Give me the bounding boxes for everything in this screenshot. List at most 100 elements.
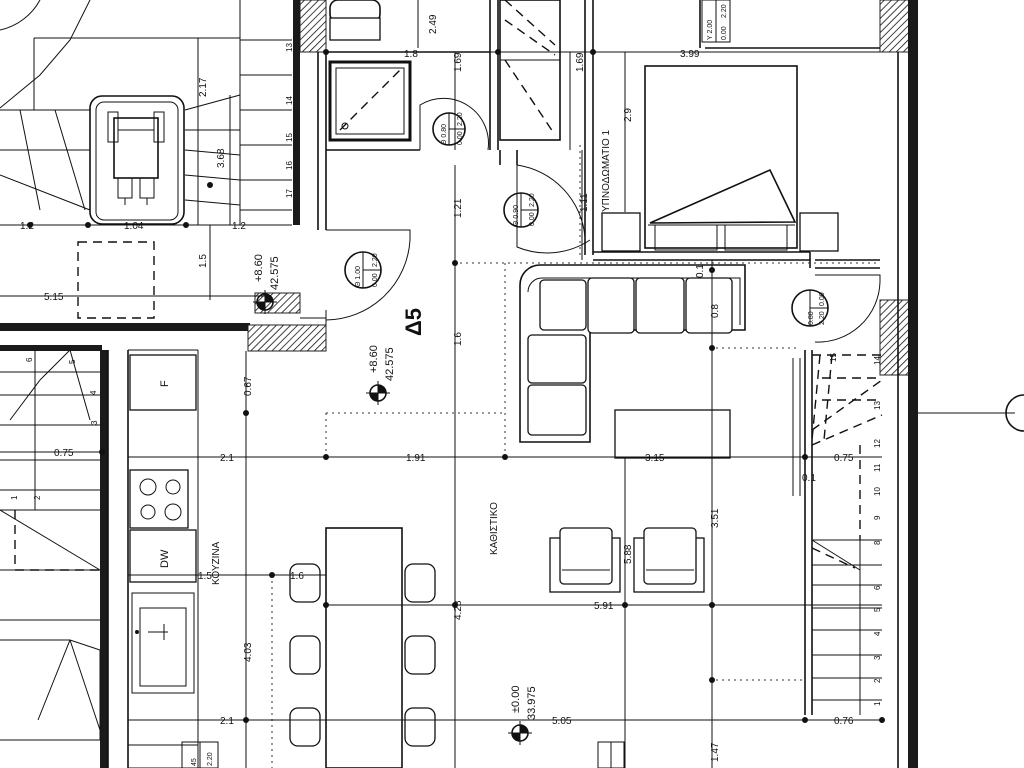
door-tag-top-right-code: Y 2.00 [707,20,714,40]
dim-2-1-b: 2.1 [220,716,234,727]
stair-step-6: 6 [25,357,34,362]
stair-step-r14: 14 [873,356,882,365]
door-tag-right: 0.80 2.20 0.00 [791,289,829,327]
door-tag-bottom-center [597,741,625,768]
dim-1-21: 1.21 [453,198,464,218]
section-marker [918,394,1024,432]
dim-3-51: 3.51 [710,508,721,528]
stair-numbers-lower-left: 6 5 4 3 2 1 [10,357,99,500]
dim-1-91: 1.91 [406,453,426,464]
door-tag-right-v1: 2.20 [819,311,826,325]
dim-0-1-b: 0.1 [802,473,816,484]
door-tag-right-code: 0.80 [808,311,815,325]
door-tag-entry-code: Θ 1.00 [355,266,362,287]
door-tag-bottom-code: 45 [191,758,198,766]
dim-0-8: 0.8 [710,304,721,318]
bathroom [328,0,561,151]
dim-1-69-a: 1.69 [453,52,464,72]
dimension-ticks [27,49,885,723]
stair-step-r3: 3 [873,655,882,660]
door-tag-bed-v1: 2.20 [529,193,536,207]
dim-4-03: 4.03 [243,642,254,662]
elevation-markers: +8.60 42.575 +8.60 42.575 ±0.00 33.975 [253,254,538,745]
room-label-living: ΚΑΘΙΣΤΙΚΟ [489,502,500,555]
door-tag-bedroom: Θ 0.90 2.20 0.00 [503,192,539,228]
level-mark: Δ5 [401,308,426,336]
dim-2-49: 2.49 [428,14,439,34]
elevation-marker-upper-left: +8.60 42.575 [253,254,281,314]
dim-0-1: 0.1 [695,264,706,278]
stair-step-13: 13 [285,43,294,52]
armchairs [549,527,705,593]
door-tag-bottom: 45 2.20 [181,741,219,768]
stair-step-r2: 2 [873,678,882,683]
elevation-ground-abs: 33.975 [526,686,538,720]
dimension-labels: 2.49 1.8 1.69 1.69 3.99 2.9 2.17 3.68 1.… [20,14,854,762]
stair-step-4: 4 [89,390,98,395]
spiral-stair-upper: 13 14 15 16 17 [0,0,294,319]
dim-1-2-b: 1.2 [232,221,246,232]
elevation-upper-center-abs: 42.575 [384,347,396,381]
elevation-marker-upper-center: +8.60 42.575 [366,345,396,405]
dimension-lines [0,0,882,768]
elevation-upper-center-level: +8.60 [368,345,380,373]
stair-step-r6: 6 [873,585,882,590]
door-tags: Θ 0.80 2.20 0.00 Θ 0.90 2.20 0.00 Θ 1.00… [181,0,829,768]
door-tag-bed-code: Θ 0.90 [513,205,520,226]
dim-1-04: 1.04 [124,221,144,232]
stair-step-2: 2 [33,495,42,500]
elevation-marker-ground: ±0.00 33.975 [508,686,538,745]
stair-step-5: 5 [68,359,77,364]
dim-5-15: 5.15 [44,292,64,303]
dim-5-91: 5.91 [594,601,614,612]
stair-lower-left: 6 5 4 3 2 1 [0,349,101,741]
stair-right: 15 14 13 12 11 10 9 8 6 5 4 3 2 1 [792,350,883,715]
dim-5-05: 5.05 [552,716,572,727]
room-label-bedroom: ΥΠΝΟΔΩΜΑΤΙΟ 1 [601,129,612,212]
dim-0-67: 0.67 [243,376,254,396]
dim-1-6-h: 1.6 [290,571,304,582]
dim-1-69-b: 1.69 [575,52,586,72]
room-label-kitchen: ΚΟΥΖΙΝΑ [211,541,222,585]
dim-3-15: 3.15 [645,453,665,464]
dim-0-75-a: 0.75 [54,448,74,459]
stair-step-14: 14 [285,96,294,105]
door-tag-wc-v1: 2.20 [457,112,464,126]
dim-1-5-v: 1.5 [198,254,209,268]
dim-5-88: 5.88 [623,544,634,564]
dim-2-9: 2.9 [623,108,634,122]
stair-step-1: 1 [10,495,19,500]
dim-1-11: 1.11 [579,193,590,212]
stair-step-15: 15 [285,133,294,142]
stair-step-r1: 1 [873,701,882,706]
door-tag-right-v2: 0.00 [819,292,826,306]
stair-step-r13: 13 [873,401,882,410]
dim-2-1-a: 2.1 [220,453,234,464]
stair-step-r11: 11 [873,463,882,472]
elevation-upper-left-abs: 42.575 [269,256,281,290]
door-tag-entry: Θ 1.00 2.20 0.00 [344,251,382,289]
stair-step-r4: 4 [873,631,882,636]
stair-step-17: 17 [285,189,294,198]
kitchen [127,349,436,768]
dim-1-47: 1.47 [710,742,721,762]
dim-1-2-a: 1.2 [20,221,34,232]
room-labels: ΥΠΝΟΔΩΜΑΤΙΟ 1 ΚΑΘΙΣΤΙΚΟ ΚΟΥΖΙΝΑ Δ5 F DW [159,129,612,585]
stair-numbers-right: 15 14 13 12 11 10 9 8 6 5 4 3 2 1 [829,353,882,706]
stair-step-3: 3 [90,420,99,425]
door-tag-top-right-v1: 0.00 [721,26,728,40]
dim-4-28: 4.28 [453,600,464,620]
dim-0-75-b: 0.75 [834,453,854,464]
dim-0-76: 0.76 [834,716,854,727]
elevation-upper-left-level: +8.60 [253,254,265,282]
stair-step-r5: 5 [873,607,882,612]
door-tag-top-right: Y 2.00 0.00 2.20 [701,0,731,43]
appliance-fridge: F [159,380,171,387]
appliance-dishwasher: DW [159,549,171,568]
stair-step-r15: 15 [829,353,838,362]
dim-3-99: 3.99 [680,49,700,60]
stair-step-16: 16 [285,161,294,170]
door-tag-entry-v1: 2.20 [372,253,379,267]
